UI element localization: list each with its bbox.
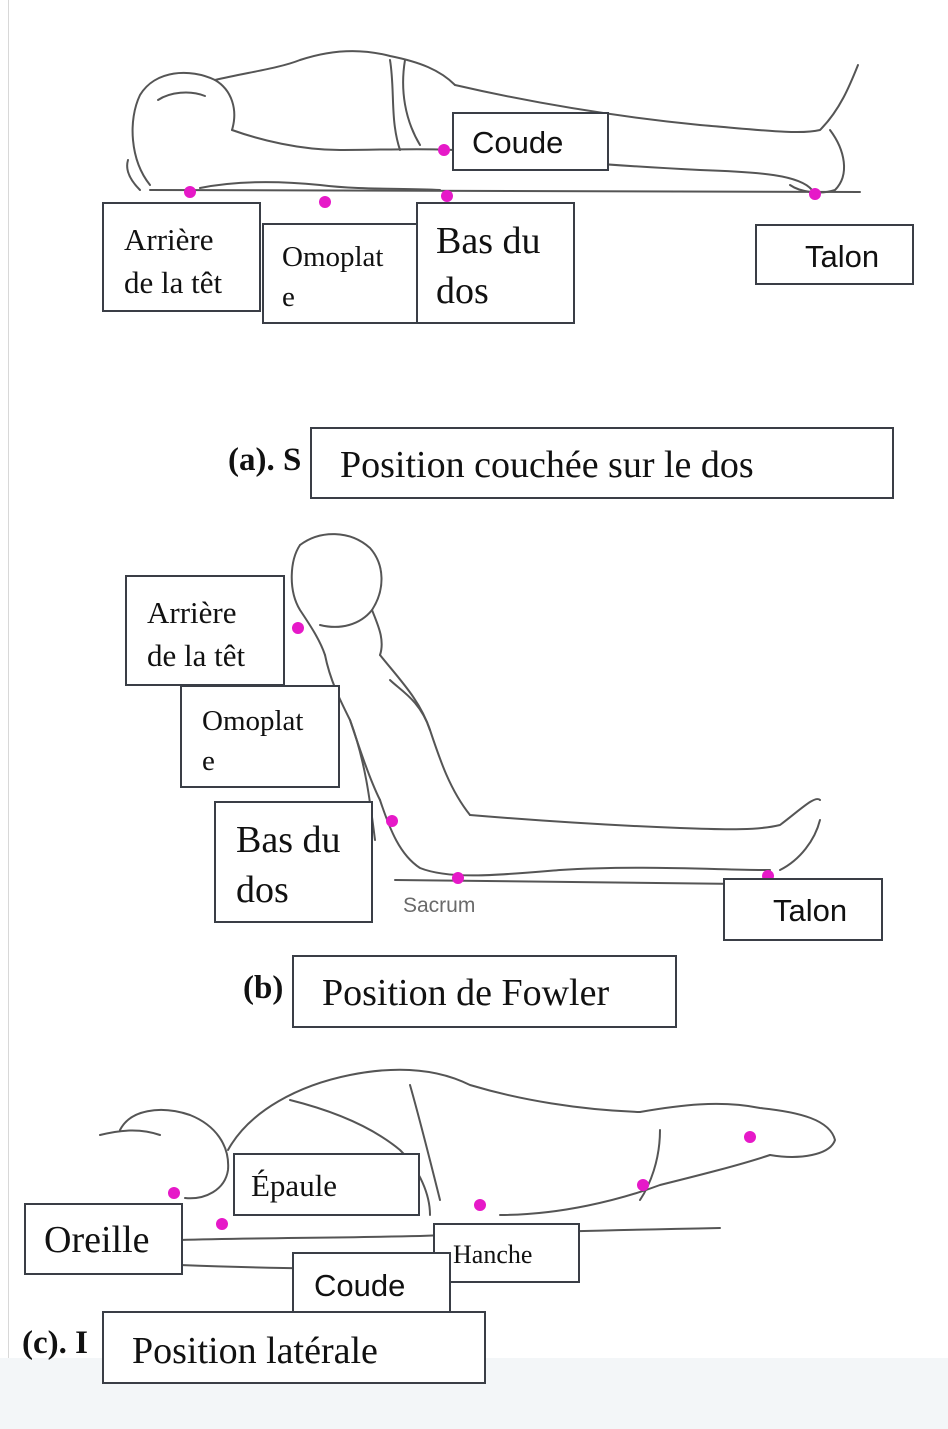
- label-b-omoplate: Omoplat e: [180, 685, 340, 788]
- label-a-coude: Coude: [452, 112, 609, 171]
- caption-a-title: Position couchée sur le dos: [310, 427, 894, 499]
- marker-c-shoulder: [216, 1218, 228, 1230]
- marker-c-ankle: [744, 1131, 756, 1143]
- marker-b-lower-back: [386, 815, 398, 827]
- label-c-epaule: Épaule: [233, 1153, 420, 1216]
- label-b-bas-du-dos: Bas du dos: [214, 801, 373, 923]
- marker-c-hip: [474, 1199, 486, 1211]
- label-c-oreille: Oreille: [24, 1203, 183, 1275]
- caption-b-title: Position de Fowler: [292, 955, 677, 1028]
- label-a-arriere-tete: Arrière de la têt: [102, 202, 261, 312]
- marker-c-knee: [637, 1179, 649, 1191]
- label-c-coude: Coude: [292, 1252, 451, 1315]
- label-a-omoplate: Omoplat e: [262, 223, 418, 324]
- marker-b-head: [292, 622, 304, 634]
- marker-b-sacrum: [452, 872, 464, 884]
- label-b-sacrum: Sacrum: [403, 894, 475, 918]
- caption-c-title: Position latérale: [102, 1311, 486, 1384]
- marker-a-elbow: [438, 144, 450, 156]
- caption-a-letter: (a). S: [228, 442, 301, 479]
- label-b-arriere-tete: Arrière de la têt: [125, 575, 285, 686]
- label-a-bas-du-dos: Bas du dos: [416, 202, 575, 324]
- caption-b-letter: (b): [243, 970, 283, 1007]
- marker-a-shoulder-blade: [319, 196, 331, 208]
- caption-c-letter: (c). I: [22, 1325, 88, 1362]
- marker-c-ear: [168, 1187, 180, 1199]
- label-b-talon: Talon: [723, 878, 883, 941]
- label-c-hanche: Hanche: [433, 1223, 580, 1283]
- marker-a-heel: [809, 188, 821, 200]
- label-a-talon: Talon: [755, 224, 914, 285]
- marker-a-head: [184, 186, 196, 198]
- marker-a-lower-back: [441, 190, 453, 202]
